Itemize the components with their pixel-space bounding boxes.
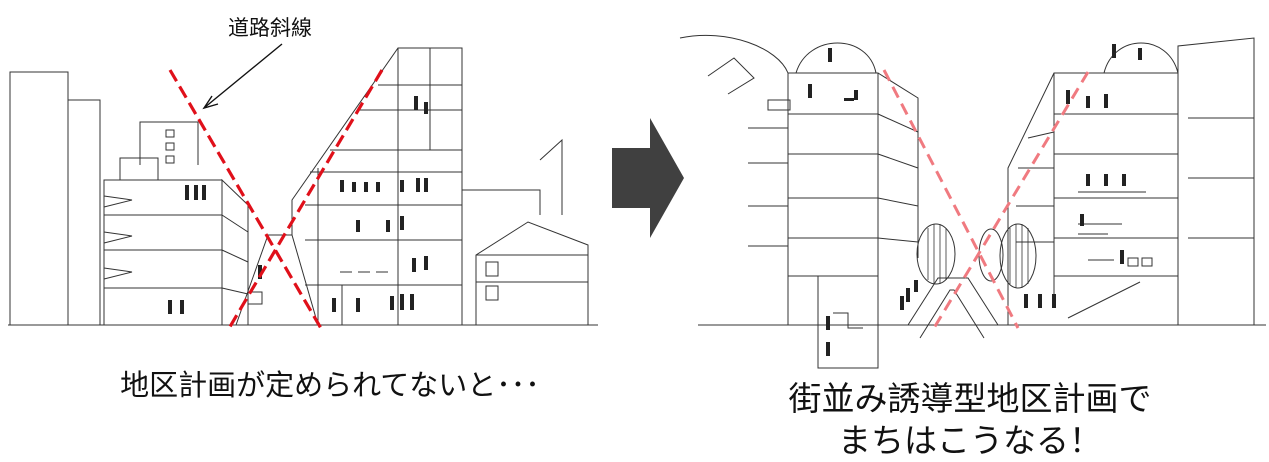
road-slope-lines [170,70,382,330]
caption-with-district-plan-line2: まちはこうなる！ [838,421,1102,460]
annotation-pointer [204,44,282,108]
caption-with-district-plan-line1: 街並み誘導型地区計画で [788,379,1152,418]
right-arrow-icon [612,118,684,238]
right-street-scene [668,28,1269,373]
road-slope-lines-relaxed [884,70,1088,328]
left-street-scene [0,0,600,345]
caption-without-district-plan: 地区計画が定められてないと･･･ [120,368,540,402]
road-slope-label: 道路斜線 [228,16,312,40]
